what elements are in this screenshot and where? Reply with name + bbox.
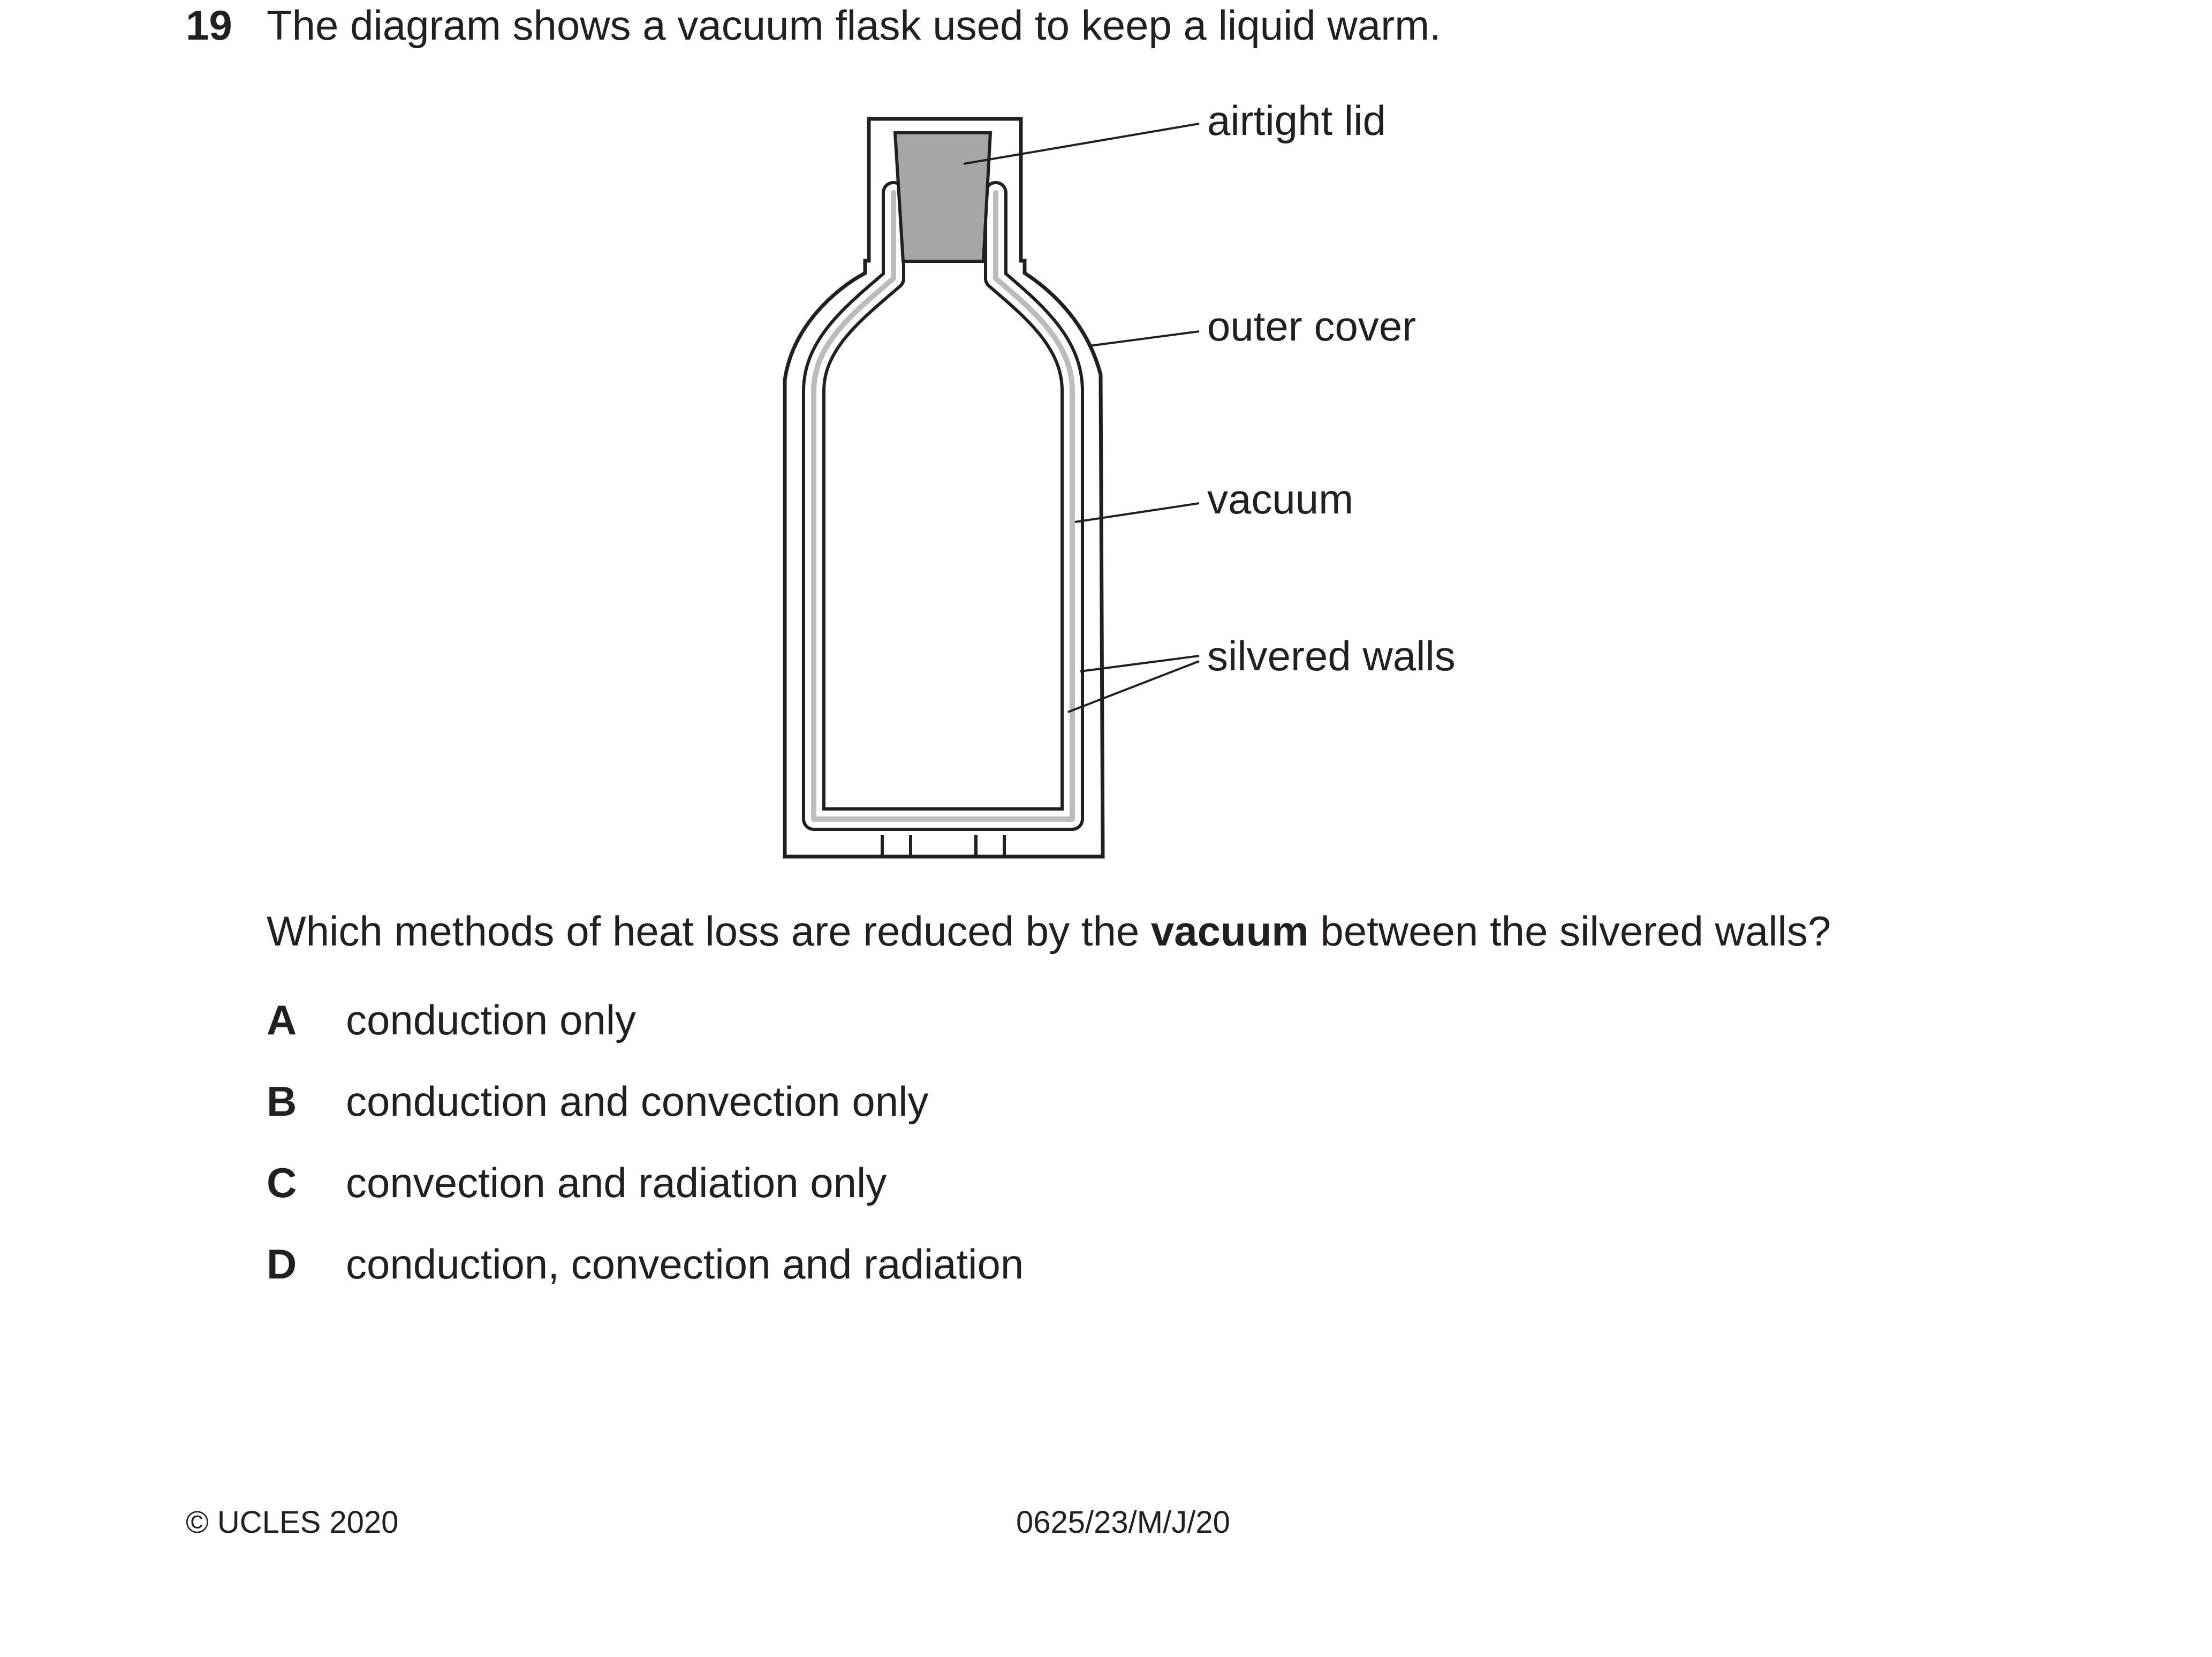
prompt-bold-word: vacuum xyxy=(1150,907,1309,955)
vacuum-gap xyxy=(811,190,1075,822)
airtight-lid xyxy=(893,131,993,263)
option-letter: B xyxy=(267,1078,297,1125)
label-silvered-walls: silvered walls xyxy=(1207,632,1456,679)
label-vacuum: vacuum xyxy=(1207,475,1354,523)
option-letter: D xyxy=(267,1240,297,1288)
label-airtight-lid: airtight lid xyxy=(1207,97,1386,144)
option-text: conduction only xyxy=(346,996,637,1043)
footer-copyright: © UCLES 2020 xyxy=(186,1505,399,1540)
vacuum-flask-diagram xyxy=(783,117,1200,859)
base-feet xyxy=(881,835,1006,857)
silvered-walls xyxy=(802,181,1084,831)
prompt-before: Which methods of heat loss are reduced b… xyxy=(267,907,1151,955)
footer-paper-code: 0625/23/M/J/20 xyxy=(1016,1505,1230,1540)
option-text: convection and radiation only xyxy=(346,1159,887,1206)
outer-cover-outline xyxy=(783,117,1105,859)
option-letter: A xyxy=(267,996,297,1043)
label-outer-cover: outer cover xyxy=(1207,302,1416,350)
option-text: conduction and convection only xyxy=(346,1078,929,1125)
question-prompt: Which methods of heat loss are reduced b… xyxy=(267,910,1831,952)
leader-lines xyxy=(963,123,1200,713)
question-intro: The diagram shows a vacuum flask used to… xyxy=(267,2,1441,49)
option-letter: C xyxy=(267,1159,297,1206)
prompt-after: between the silvered walls? xyxy=(1308,907,1831,955)
option-text: conduction, convection and radiation xyxy=(346,1240,1024,1288)
question-number: 19 xyxy=(186,2,232,49)
